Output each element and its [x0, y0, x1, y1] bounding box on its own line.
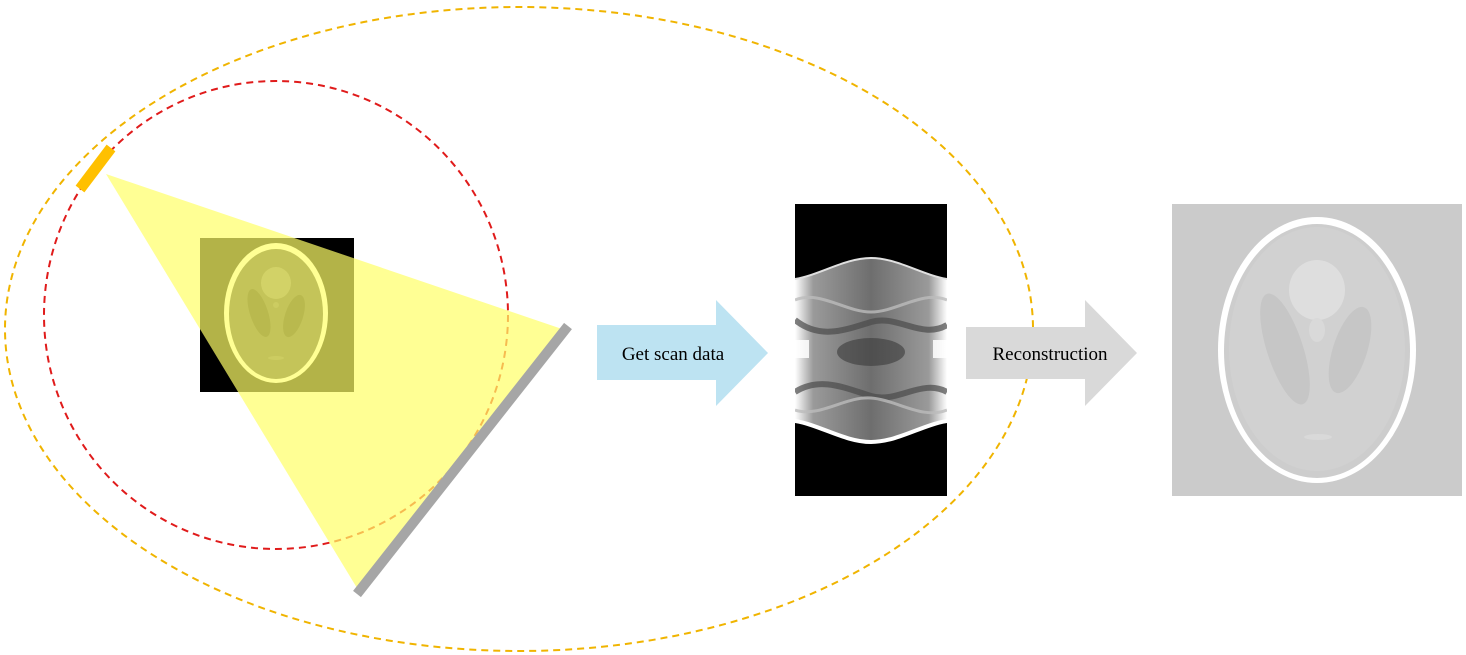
xray-beam [106, 174, 565, 588]
reconstruction-image [1172, 204, 1462, 496]
xray-source-icon [75, 144, 116, 193]
reconstruction-arrow: Reconstruction [966, 300, 1137, 406]
sinogram-image [795, 204, 947, 496]
reconstruction-label: Reconstruction [992, 344, 1108, 365]
detector-panel-icon [353, 322, 572, 598]
get-scan-data-label: Get scan data [622, 344, 725, 365]
get-scan-data-arrow: Get scan data [597, 300, 768, 406]
